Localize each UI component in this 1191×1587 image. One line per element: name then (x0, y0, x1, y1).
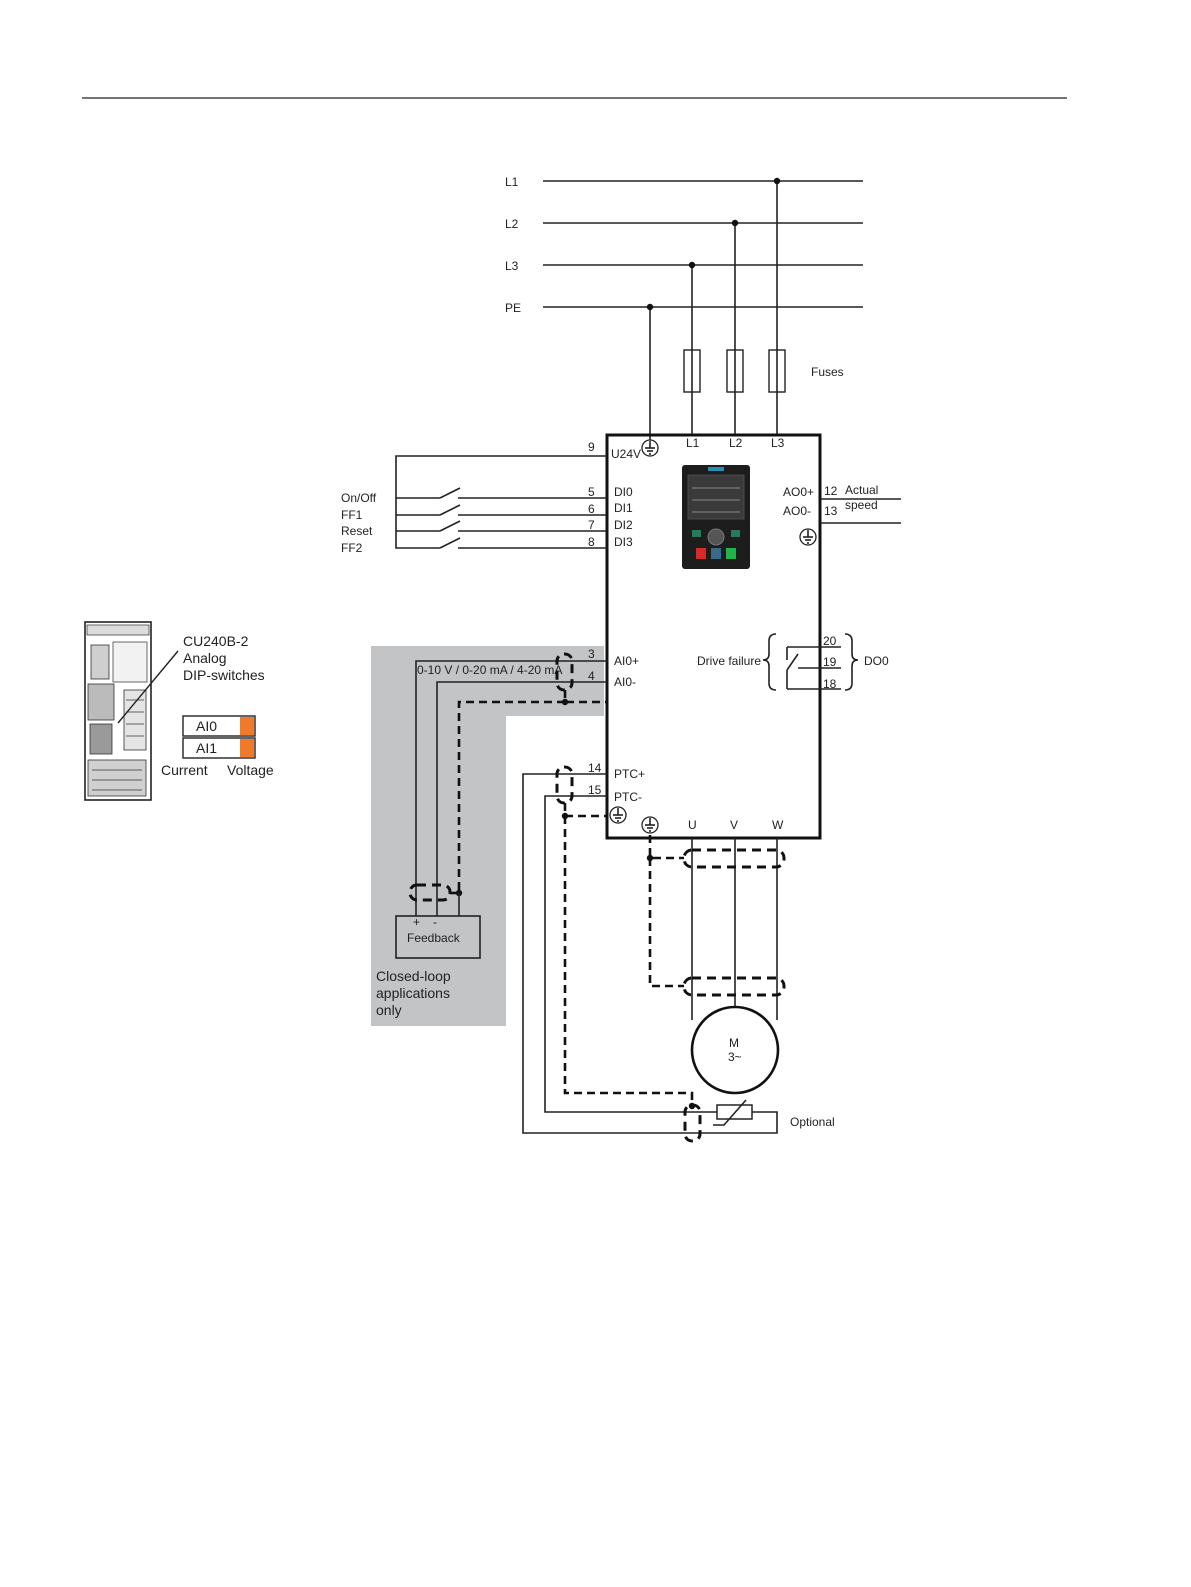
thermistor-icon (713, 1099, 753, 1126)
dip-pointer (117, 650, 179, 724)
closed-loop-shaded-area (371, 646, 604, 1026)
cu240b-board-icon (84, 621, 152, 801)
terminal-14: 14 (588, 761, 602, 775)
mains-l3-label: L3 (505, 259, 519, 273)
di3-label: DI3 (614, 535, 633, 549)
dip-switch-ai1-lever (240, 739, 254, 757)
closed-loop-note-3: only (376, 1002, 402, 1018)
terminal-6: 6 (588, 502, 595, 516)
terminal-4: 4 (588, 669, 595, 683)
terminal-9: 9 (588, 440, 595, 454)
terminal-15: 15 (588, 783, 602, 797)
u24v-label: U24V (611, 447, 641, 461)
drive-box (605, 433, 822, 840)
dip-switch-ai1 (182, 737, 256, 759)
motor-icon (690, 1005, 780, 1095)
terminal-3: 3 (588, 647, 595, 661)
di0-label: DI0 (614, 485, 633, 499)
motor-phase-label: 3~ (728, 1050, 742, 1064)
dip-switch-ai0 (182, 715, 256, 737)
feedback-box (395, 915, 481, 959)
mains-bus: L1 L2 L3 PE (505, 175, 863, 315)
operator-panel-icon (682, 465, 750, 569)
optional-label: Optional (790, 1115, 835, 1129)
ao0-minus-label: AO0- (783, 504, 811, 518)
dip-ai1-label: AI1 (196, 740, 217, 756)
mains-l1-label: L1 (505, 175, 519, 189)
di1-label: DI1 (614, 501, 633, 515)
terminal-12: 12 (824, 484, 838, 498)
ptc-plus-label: PTC+ (614, 767, 645, 781)
dip-switch-ai0-lever (240, 717, 254, 735)
feedback-minus-label: - (433, 915, 437, 929)
actual-speed-label-1: Actual (845, 483, 878, 497)
fuses-label: Fuses (811, 365, 844, 379)
closed-loop-note-2: applications (376, 985, 450, 1001)
drive-l2-label: L2 (729, 436, 743, 450)
u-label: U (688, 818, 697, 832)
di2-label: DI2 (614, 518, 633, 532)
terminal-8: 8 (588, 535, 595, 549)
drive-l1-label: L1 (686, 436, 700, 450)
terminal-5: 5 (588, 485, 595, 499)
dip-voltage-label: Voltage (227, 762, 274, 778)
feedback-plus-label: + (413, 915, 420, 929)
terminal-20: 20 (823, 634, 837, 648)
w-label: W (772, 818, 784, 832)
dip-ai0-label: AI0 (196, 718, 217, 734)
dip-title-3: DIP-switches (183, 667, 265, 683)
drive-failure-label: Drive failure (697, 654, 761, 668)
ground-icon (799, 528, 817, 546)
mains-pe-label: PE (505, 301, 521, 315)
supply-drops (646, 177, 781, 440)
closed-loop-note-1: Closed-loop (376, 968, 451, 984)
ai0-minus-label: AI0- (614, 675, 636, 689)
v-label: V (730, 818, 738, 832)
input-ff1-label: FF1 (341, 508, 363, 522)
ao0-plus-label: AO0+ (783, 485, 814, 499)
do0-label: DO0 (864, 654, 889, 668)
analog-range-label: 0-10 V / 0-20 mA / 4-20 mA (417, 663, 562, 677)
actual-speed-label-2: speed (845, 498, 878, 512)
mains-l2-label: L2 (505, 217, 519, 231)
terminal-19: 19 (823, 655, 837, 669)
feedback-label: Feedback (407, 931, 461, 945)
terminal-7: 7 (588, 518, 595, 532)
ptc-minus-label: PTC- (614, 790, 642, 804)
input-onoff-label: On/Off (341, 491, 377, 505)
terminal-18: 18 (823, 677, 837, 691)
dip-title-1: CU240B-2 (183, 633, 249, 649)
ai0-plus-label: AI0+ (614, 654, 639, 668)
ground-icon (609, 806, 627, 824)
motor-m-label: M (729, 1036, 739, 1050)
terminal-13: 13 (824, 504, 838, 518)
fuses: Fuses (683, 349, 844, 393)
ground-icon (641, 816, 659, 834)
dip-current-label: Current (161, 762, 208, 778)
input-ff2-label: FF2 (341, 541, 363, 555)
dip-title-2: Analog (183, 650, 227, 666)
input-reset-label: Reset (341, 524, 373, 538)
ground-icon (641, 439, 659, 457)
drive-l3-label: L3 (771, 436, 785, 450)
input-switches (439, 487, 607, 549)
